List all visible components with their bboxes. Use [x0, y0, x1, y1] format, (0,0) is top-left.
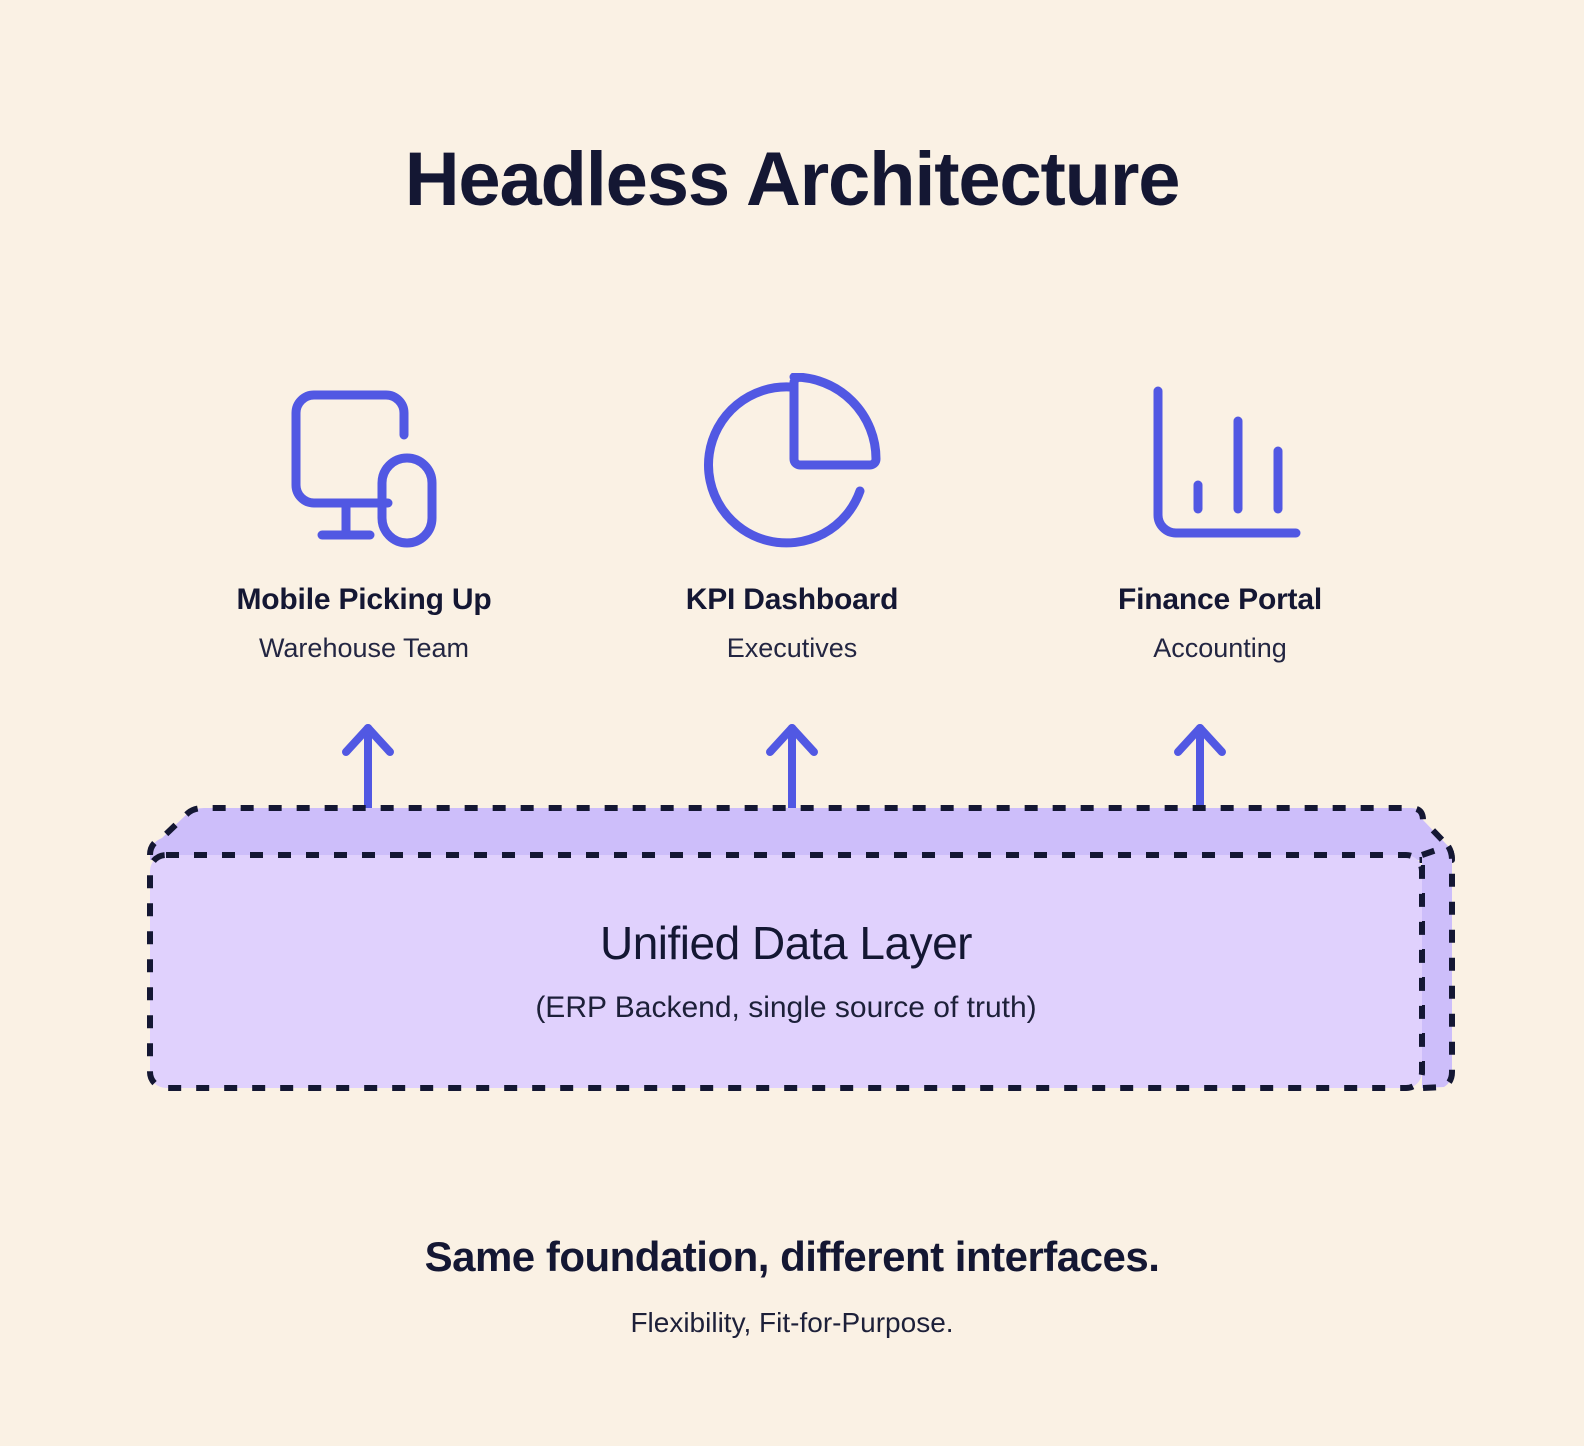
- box-side-face: [1419, 843, 1455, 1091]
- pie-chart-icon: [692, 368, 892, 558]
- interface-columns: Mobile Picking Up Warehouse Team KPI Das…: [150, 368, 1434, 698]
- bar-chart-icon: [1120, 368, 1320, 558]
- interface-subtitle: Warehouse Team: [258, 633, 470, 663]
- footer-headline: Same foundation, different interfaces.: [424, 1233, 1160, 1280]
- page-title: Headless Architecture: [404, 137, 1181, 222]
- unified-data-layer-box: [130, 790, 1470, 1110]
- interface-title: Finance Portal: [1118, 583, 1322, 616]
- unified-data-layer-text: Unified Data Layer (ERP Backend, single …: [150, 855, 1422, 1088]
- box-top-face: [147, 805, 1455, 863]
- interface-subtitle: Executives: [726, 633, 858, 663]
- devices-monitor-phone-icon: [264, 368, 464, 558]
- foundation-title: Unified Data Layer: [600, 917, 972, 970]
- box-front-face: [147, 852, 1425, 1091]
- interface-column-mobile-picking-up: Mobile Picking Up Warehouse Team: [150, 368, 578, 664]
- foundation-subtitle: (ERP Backend, single source of truth): [535, 990, 1037, 1024]
- footer: Same foundation, different interfaces. F…: [0, 1232, 1584, 1340]
- interface-column-finance-portal: Finance Portal Accounting: [1006, 368, 1434, 664]
- footer-subline: Flexibility, Fit-for-Purpose.: [630, 1307, 954, 1339]
- interface-column-kpi-dashboard: KPI Dashboard Executives: [578, 368, 1006, 664]
- interface-title: Mobile Picking Up: [236, 583, 492, 616]
- interface-title: KPI Dashboard: [685, 583, 899, 616]
- interface-subtitle: Accounting: [1153, 633, 1287, 663]
